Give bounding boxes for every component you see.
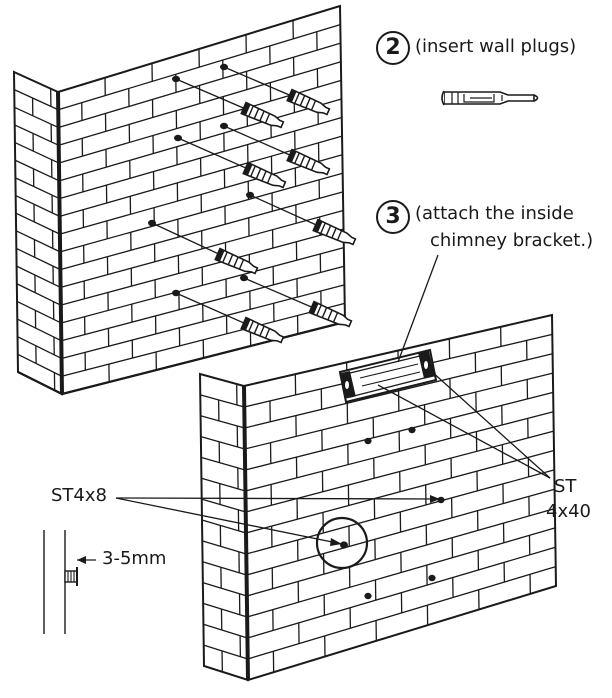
wall-plug-icon	[240, 101, 285, 129]
wall-plug-icon	[308, 300, 353, 328]
mortar-line	[14, 159, 60, 182]
screw-icon	[64, 567, 78, 586]
wall-plug-icon	[441, 90, 539, 106]
mortar-line	[200, 394, 245, 408]
drill-hole	[340, 541, 348, 549]
drill-hole	[364, 592, 372, 600]
step-3-caption-line2: chimney bracket.)	[430, 230, 594, 251]
mortar-line	[17, 318, 62, 342]
mortar-line	[58, 23, 341, 111]
step-number-3: 3	[376, 200, 410, 234]
leader-lines	[115, 254, 551, 545]
bracket-icon	[338, 348, 438, 404]
detail-circle	[315, 516, 369, 570]
bottom-wall-side-face	[200, 374, 248, 680]
label-gap-3-5mm: 3-5mm	[102, 548, 167, 569]
step-number-2: 2	[376, 31, 410, 65]
top-wall-side-face	[14, 72, 62, 394]
top-wall	[12, 4, 347, 396]
wall-plugs-top	[214, 88, 357, 344]
top-wall-front-face	[58, 6, 345, 394]
drill-hole	[408, 426, 416, 434]
step-3-caption-line1: (attach the inside	[415, 203, 574, 224]
leader-arrowheads	[330, 495, 440, 546]
wall-plug-icon	[286, 88, 331, 116]
mortar-line	[15, 212, 61, 235]
mortar-line	[15, 230, 61, 253]
mortar-line	[16, 265, 61, 288]
wall-plug-icon	[214, 247, 259, 275]
drill-hole	[437, 496, 445, 504]
mortar-line	[15, 194, 60, 217]
gap-detail	[43, 530, 96, 634]
wall-plug-icon	[312, 218, 357, 246]
wall-holes-bottom	[340, 426, 445, 600]
mortar-line	[14, 124, 59, 146]
label-4x40: 4x40	[546, 501, 592, 522]
bottom-wall	[198, 313, 558, 682]
bottom-wall-front-face	[244, 315, 556, 680]
label-st4x8: ST4x8	[51, 485, 107, 506]
mortar-line	[200, 435, 246, 450]
drill-hole	[364, 437, 372, 445]
step-2-caption: (insert wall plugs)	[415, 36, 577, 57]
label-st: ST	[554, 476, 577, 497]
wall-plug-icon	[286, 148, 331, 176]
wall-plug-icon	[240, 316, 285, 344]
wall-plug-icon	[242, 161, 287, 189]
drill-hole	[428, 574, 436, 582]
